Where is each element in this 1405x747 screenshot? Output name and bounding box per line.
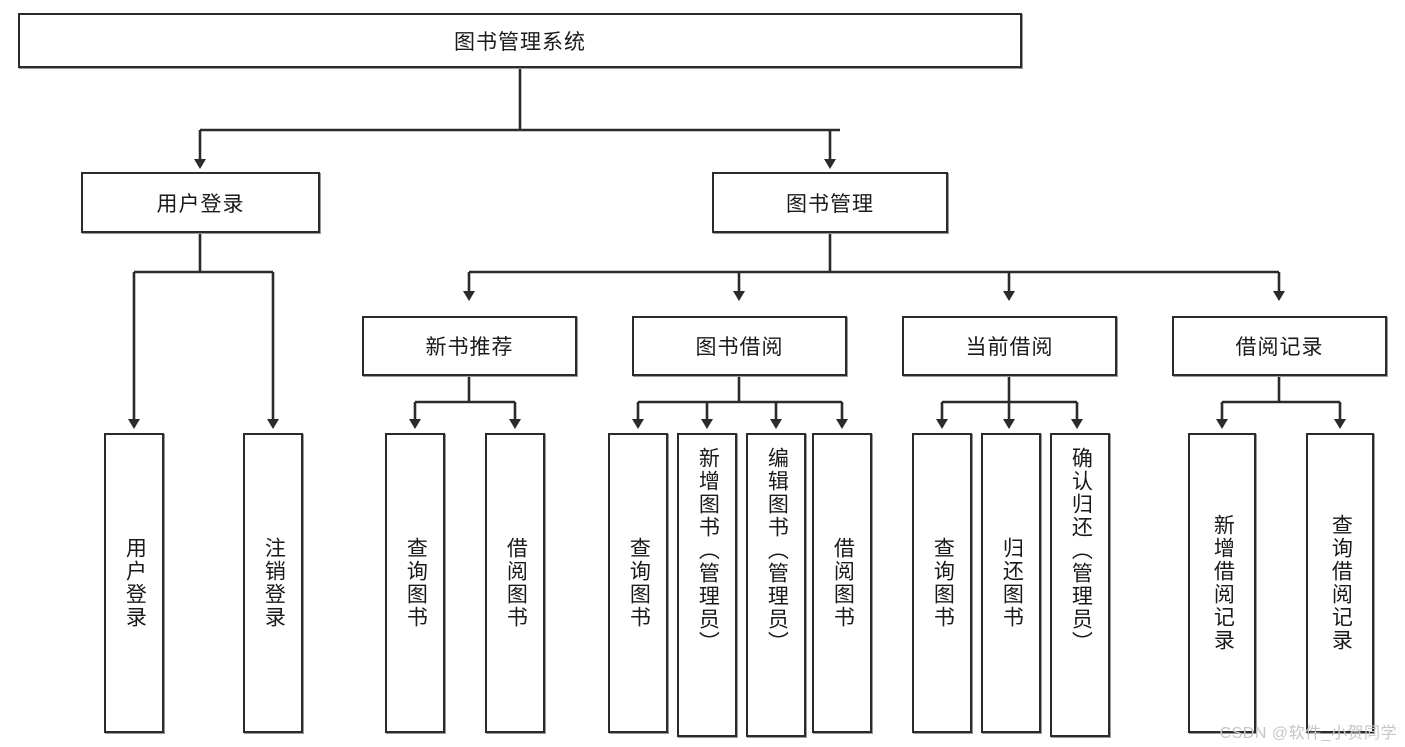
node-leaf-query-record-label: 查询借阅记录 — [1329, 514, 1353, 652]
node-book-borrow[interactable]: 图书借阅 — [632, 316, 847, 376]
node-borrow-record-label: 借阅记录 — [1235, 336, 1324, 359]
node-leaf-borrow-book-1[interactable]: 借阅图书 — [485, 433, 545, 733]
node-root[interactable]: 图书管理系统 — [18, 13, 1022, 68]
node-leaf-query-book-2[interactable]: 查询图书 — [608, 433, 668, 733]
node-leaf-logout-label: 注销登录 — [262, 537, 286, 629]
node-leaf-query-record[interactable]: 查询借阅记录 — [1306, 433, 1374, 733]
node-book-borrow-label: 图书借阅 — [695, 336, 784, 359]
node-leaf-edit-book[interactable]: 编辑图书（管理员） — [746, 433, 806, 737]
node-leaf-query-book-3[interactable]: 查询图书 — [912, 433, 972, 733]
node-leaf-confirm-return-label: 确认归还（管理员） — [1069, 447, 1093, 654]
node-leaf-borrow-book-2[interactable]: 借阅图书 — [812, 433, 872, 733]
node-leaf-return-book-label: 归还图书 — [1000, 537, 1024, 629]
node-new-book-recommend-label: 新书推荐 — [425, 336, 514, 359]
node-leaf-query-book-1-label: 查询图书 — [404, 537, 428, 629]
node-leaf-add-record-label: 新增借阅记录 — [1211, 514, 1235, 652]
node-current-borrow-label: 当前借阅 — [965, 336, 1054, 359]
node-book-management[interactable]: 图书管理 — [712, 172, 948, 233]
node-leaf-query-book-3-label: 查询图书 — [931, 537, 955, 629]
node-leaf-query-book-2-label: 查询图书 — [627, 537, 651, 629]
node-leaf-return-book[interactable]: 归还图书 — [981, 433, 1041, 733]
node-user-login[interactable]: 用户登录 — [81, 172, 320, 233]
node-leaf-borrow-book-2-label: 借阅图书 — [831, 537, 855, 629]
node-leaf-add-book[interactable]: 新增图书（管理员） — [677, 433, 737, 737]
node-leaf-user-login[interactable]: 用户登录 — [104, 433, 164, 733]
node-root-label: 图书管理系统 — [454, 30, 586, 54]
node-leaf-borrow-book-1-label: 借阅图书 — [504, 537, 528, 629]
node-leaf-edit-book-label: 编辑图书（管理员） — [765, 447, 789, 654]
node-current-borrow[interactable]: 当前借阅 — [902, 316, 1117, 376]
node-leaf-add-book-label: 新增图书（管理员） — [696, 447, 720, 654]
node-book-management-label: 图书管理 — [786, 192, 874, 216]
node-borrow-record[interactable]: 借阅记录 — [1172, 316, 1387, 376]
node-new-book-recommend[interactable]: 新书推荐 — [362, 316, 577, 376]
node-leaf-query-book-1[interactable]: 查询图书 — [385, 433, 445, 733]
node-leaf-logout[interactable]: 注销登录 — [243, 433, 303, 733]
node-leaf-user-login-label: 用户登录 — [123, 537, 147, 629]
node-user-login-label: 用户登录 — [156, 192, 245, 216]
node-leaf-confirm-return[interactable]: 确认归还（管理员） — [1050, 433, 1110, 737]
node-leaf-add-record[interactable]: 新增借阅记录 — [1188, 433, 1256, 733]
